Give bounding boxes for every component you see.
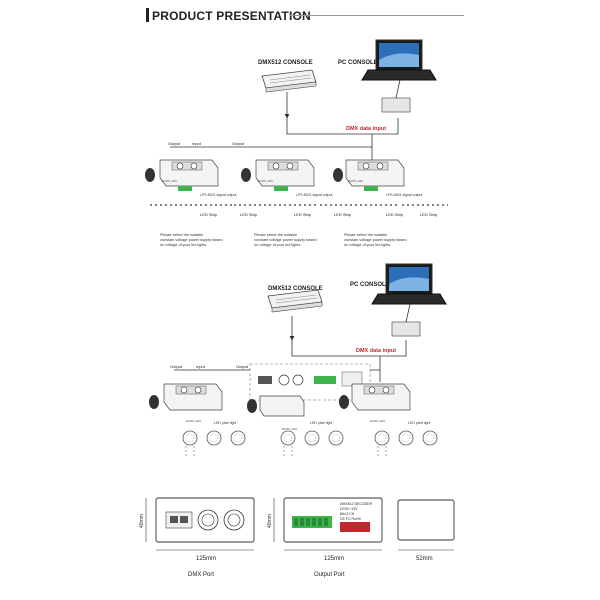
svg-text:on voltage of your led lights.: on voltage of your led lights. <box>254 243 301 247</box>
decoder-unit-1a: DC5V~24V <box>145 159 219 191</box>
svg-text:LED Strip: LED Strip <box>334 212 352 217</box>
svg-text:Output Port: Output Port <box>314 572 345 578</box>
page-title: PRODUCT PRESENTATION <box>152 9 311 23</box>
svg-text:52mm: 52mm <box>416 556 433 562</box>
pc-console-label-1: PC CONSOLE <box>338 60 378 66</box>
svg-text:125mm: 125mm <box>196 556 216 562</box>
svg-text:DC5V~24V: DC5V~24V <box>186 419 201 423</box>
svg-text:40mm: 40mm <box>139 514 145 528</box>
decoder-unit-2a <box>149 383 223 411</box>
svg-text:Output: Output <box>170 364 183 369</box>
svg-text:LED Strip: LED Strip <box>200 212 218 217</box>
svg-text:DMX Port: DMX Port <box>188 572 214 578</box>
side-view <box>397 499 455 541</box>
svg-text:40mm: 40mm <box>267 514 273 528</box>
svg-text:DC5V~24V: DC5V~24V <box>370 419 385 423</box>
svg-text:LED Strip: LED Strip <box>294 212 312 217</box>
decoder-unit-2b <box>247 395 305 417</box>
svg-text:LED pixel light: LED pixel light <box>408 421 430 425</box>
dmx-console-1 <box>261 69 317 93</box>
svg-text:DC5V~24V: DC5V~24V <box>282 427 297 431</box>
dmx-input-label-1: DMX data input <box>346 126 386 132</box>
svg-text:LED Strip: LED Strip <box>420 212 438 217</box>
svg-text:LPS-8201 signal output: LPS-8201 signal output <box>200 193 236 197</box>
svg-text:DC5V~24V: DC5V~24V <box>162 179 177 183</box>
laptop-2 <box>371 263 447 305</box>
svg-text:Output: Output <box>236 364 249 369</box>
svg-text:CE FC RoHS: CE FC RoHS <box>340 517 361 521</box>
dmx-console-2 <box>267 289 323 313</box>
svg-text:DC5V~24V: DC5V~24V <box>348 179 363 183</box>
svg-text:Input: Input <box>192 141 202 146</box>
svg-text:DC5V~24V: DC5V~24V <box>258 179 273 183</box>
svg-text:on voltage of your led lights.: on voltage of your led lights. <box>344 243 391 247</box>
decoder-unit-2c <box>339 383 411 411</box>
svg-text:LED Strip: LED Strip <box>240 212 258 217</box>
svg-text:Please select the suitable: Please select the suitable <box>344 233 387 237</box>
svg-text:LED pixel light: LED pixel light <box>214 421 236 425</box>
laptop-1 <box>361 39 437 81</box>
svg-text:Please select the suitable: Please select the suitable <box>254 233 297 237</box>
decoder-unit-1b: DC5V~24V <box>241 159 315 191</box>
svg-text:8A×3 CH: 8A×3 CH <box>340 512 355 516</box>
dmx-console-label-1: DMX512 CONSOLE <box>258 60 313 66</box>
svg-text:DMX512 DECODER: DMX512 DECODER <box>340 502 373 506</box>
svg-text:on voltage of your led lights.: on voltage of your led lights. <box>160 243 207 247</box>
svg-text:DMX512 CONSOLE: DMX512 CONSOLE <box>268 286 323 292</box>
svg-text:PC CONSOLE: PC CONSOLE <box>350 282 390 288</box>
header-rule <box>290 15 464 16</box>
usb-dmx-adapter-1 <box>381 97 411 113</box>
svg-text:constant voltage power supply: constant voltage power supply based <box>254 238 316 242</box>
svg-text:DMX data input: DMX data input <box>356 348 396 354</box>
header-accent-bar <box>146 8 149 22</box>
led-pixel-lights <box>182 430 438 446</box>
svg-text:constant voltage power supply: constant voltage power supply based <box>344 238 406 242</box>
svg-text:LED Strip: LED Strip <box>386 212 404 217</box>
svg-text:Output: Output <box>232 141 245 146</box>
svg-text:125mm: 125mm <box>324 556 344 562</box>
svg-text:LED pixel light: LED pixel light <box>310 421 332 425</box>
svg-text:LPS-8201 signal output: LPS-8201 signal output <box>386 193 422 197</box>
svg-text:Output: Output <box>168 141 181 146</box>
svg-text:Input: Input <box>196 364 206 369</box>
output-port-view: DMX512 DECODER DC5V~24V 8A×3 CH CE FC Ro… <box>283 497 383 543</box>
svg-text:Please select the suitable: Please select the suitable <box>160 233 203 237</box>
decoder-unit-1c: DC5V~24V <box>333 159 405 191</box>
usb-dmx-adapter-2 <box>391 321 421 337</box>
svg-text:DC5V~24V: DC5V~24V <box>340 507 358 511</box>
svg-text:LPS-8201 signal output: LPS-8201 signal output <box>296 193 332 197</box>
svg-text:constant voltage power supply: constant voltage power supply based <box>160 238 222 242</box>
dmx-port-view <box>155 497 255 543</box>
